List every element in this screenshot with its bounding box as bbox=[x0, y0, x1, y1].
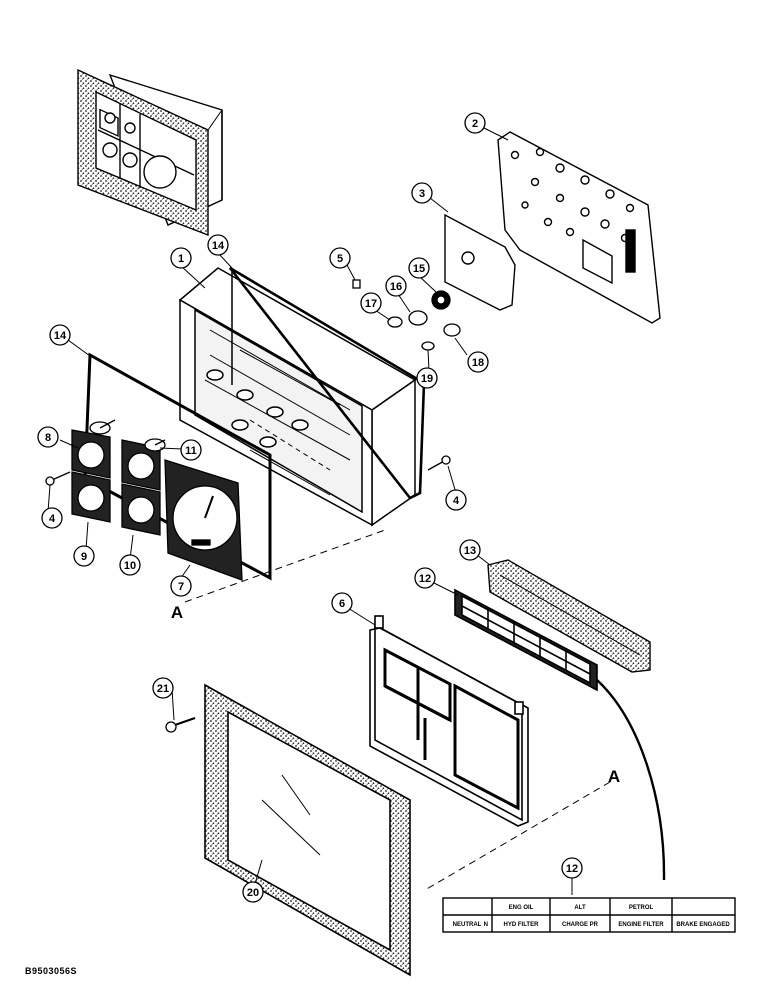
bezel-frame bbox=[369, 615, 529, 827]
decal-r1-c2: ENG OIL bbox=[509, 905, 534, 911]
callout-number-c7: 7 bbox=[178, 581, 184, 593]
callout-number-c14b: 14 bbox=[54, 330, 67, 342]
figure-id: B9503056S bbox=[25, 966, 78, 976]
callout-bubble-c21 bbox=[152, 677, 174, 699]
callout-number-c20: 20 bbox=[247, 887, 259, 899]
callout-number-c11: 11 bbox=[185, 445, 197, 457]
decal-r2-c6: BRAKE ENGAGED bbox=[676, 922, 730, 928]
callout-number-c4b: 4 bbox=[453, 495, 460, 507]
decal-r1-c3: ALT bbox=[574, 905, 586, 911]
callout-bubble-c7 bbox=[170, 575, 192, 597]
section-marker-upper: A bbox=[171, 603, 183, 622]
callout-number-c2: 2 bbox=[472, 118, 478, 130]
instrument-housing bbox=[178, 267, 417, 527]
callout-bubble-c2 bbox=[464, 112, 486, 134]
callout-number-c12a: 12 bbox=[419, 573, 431, 585]
callout-bubble-c3 bbox=[411, 182, 433, 204]
callout-bubble-c9 bbox=[73, 545, 95, 567]
callout-bubble-c5 bbox=[329, 247, 351, 269]
callout-bubble-c12b bbox=[561, 857, 583, 879]
decal-r2-c3: HYD FILTER bbox=[504, 922, 540, 928]
callout-number-c9: 9 bbox=[81, 551, 87, 563]
callout-bubble-c19 bbox=[416, 367, 438, 389]
callout-number-c14a: 14 bbox=[212, 240, 225, 252]
callout-bubble-c13 bbox=[459, 539, 481, 561]
callout-number-c6: 6 bbox=[339, 598, 345, 610]
decal-r2-c5: ENGINE FILTER bbox=[618, 922, 664, 928]
callout-number-c16: 16 bbox=[390, 281, 402, 293]
callout-bubble-c6 bbox=[331, 592, 353, 614]
assembled-instrument-cluster bbox=[77, 68, 223, 237]
rear-circuit-plate bbox=[497, 131, 661, 324]
callout-number-c21: 21 bbox=[157, 683, 169, 695]
callout-bubble-c15 bbox=[408, 257, 430, 279]
callout-bubble-c18 bbox=[467, 351, 489, 373]
callout-number-c12b: 12 bbox=[566, 863, 578, 875]
decal-r1-c4: PETROL bbox=[629, 905, 654, 911]
callout-bubble-c20 bbox=[242, 881, 264, 903]
section-marker-lower: A bbox=[608, 767, 620, 786]
callout-bubble-c4b bbox=[445, 489, 467, 511]
callout-bubble-c1 bbox=[170, 247, 192, 269]
callout-bubble-c14a bbox=[207, 234, 229, 256]
callout-bubble-c17 bbox=[360, 292, 382, 314]
decal-r2-c4: CHARGE PR bbox=[562, 922, 599, 928]
callout-bubble-c14b bbox=[49, 324, 71, 346]
rear-seal bbox=[228, 266, 426, 500]
callout-bubble-c16 bbox=[385, 275, 407, 297]
callout-number-c10: 10 bbox=[124, 560, 136, 572]
callout-number-c17: 17 bbox=[365, 298, 377, 310]
callout-number-c3: 3 bbox=[419, 188, 425, 200]
gauges bbox=[71, 419, 243, 581]
callout-number-c13: 13 bbox=[464, 545, 476, 557]
callout-bubble-c11 bbox=[180, 439, 202, 461]
gasket bbox=[444, 213, 516, 311]
lens-strip bbox=[454, 588, 598, 692]
callout-number-c5: 5 bbox=[337, 253, 343, 265]
leader-lines bbox=[47, 127, 666, 895]
filter-strip bbox=[487, 559, 651, 673]
warning-decal bbox=[442, 897, 736, 933]
callout-bubble-c4a bbox=[41, 507, 63, 529]
small-hardware bbox=[45, 279, 461, 733]
warning-decal-text: ENG OIL ALT PETROL NEUTRAL N HYD FILTER … bbox=[453, 905, 731, 928]
callout-bubble-c8 bbox=[37, 426, 59, 448]
callout-bubble-c12a bbox=[414, 567, 436, 589]
callout-number-c18: 18 bbox=[472, 357, 484, 369]
callout-number-c19: 19 bbox=[421, 373, 433, 385]
decal-r2-c2: N bbox=[484, 922, 488, 928]
front-lens bbox=[204, 683, 411, 977]
callout-number-c15: 15 bbox=[413, 263, 425, 275]
callout-bubble-c10 bbox=[119, 554, 141, 576]
callout-number-c1: 1 bbox=[178, 253, 184, 265]
callout-number-c4a: 4 bbox=[49, 513, 56, 525]
decal-r2-c1: NEUTRAL bbox=[453, 922, 482, 928]
callout-number-c8: 8 bbox=[45, 432, 51, 444]
